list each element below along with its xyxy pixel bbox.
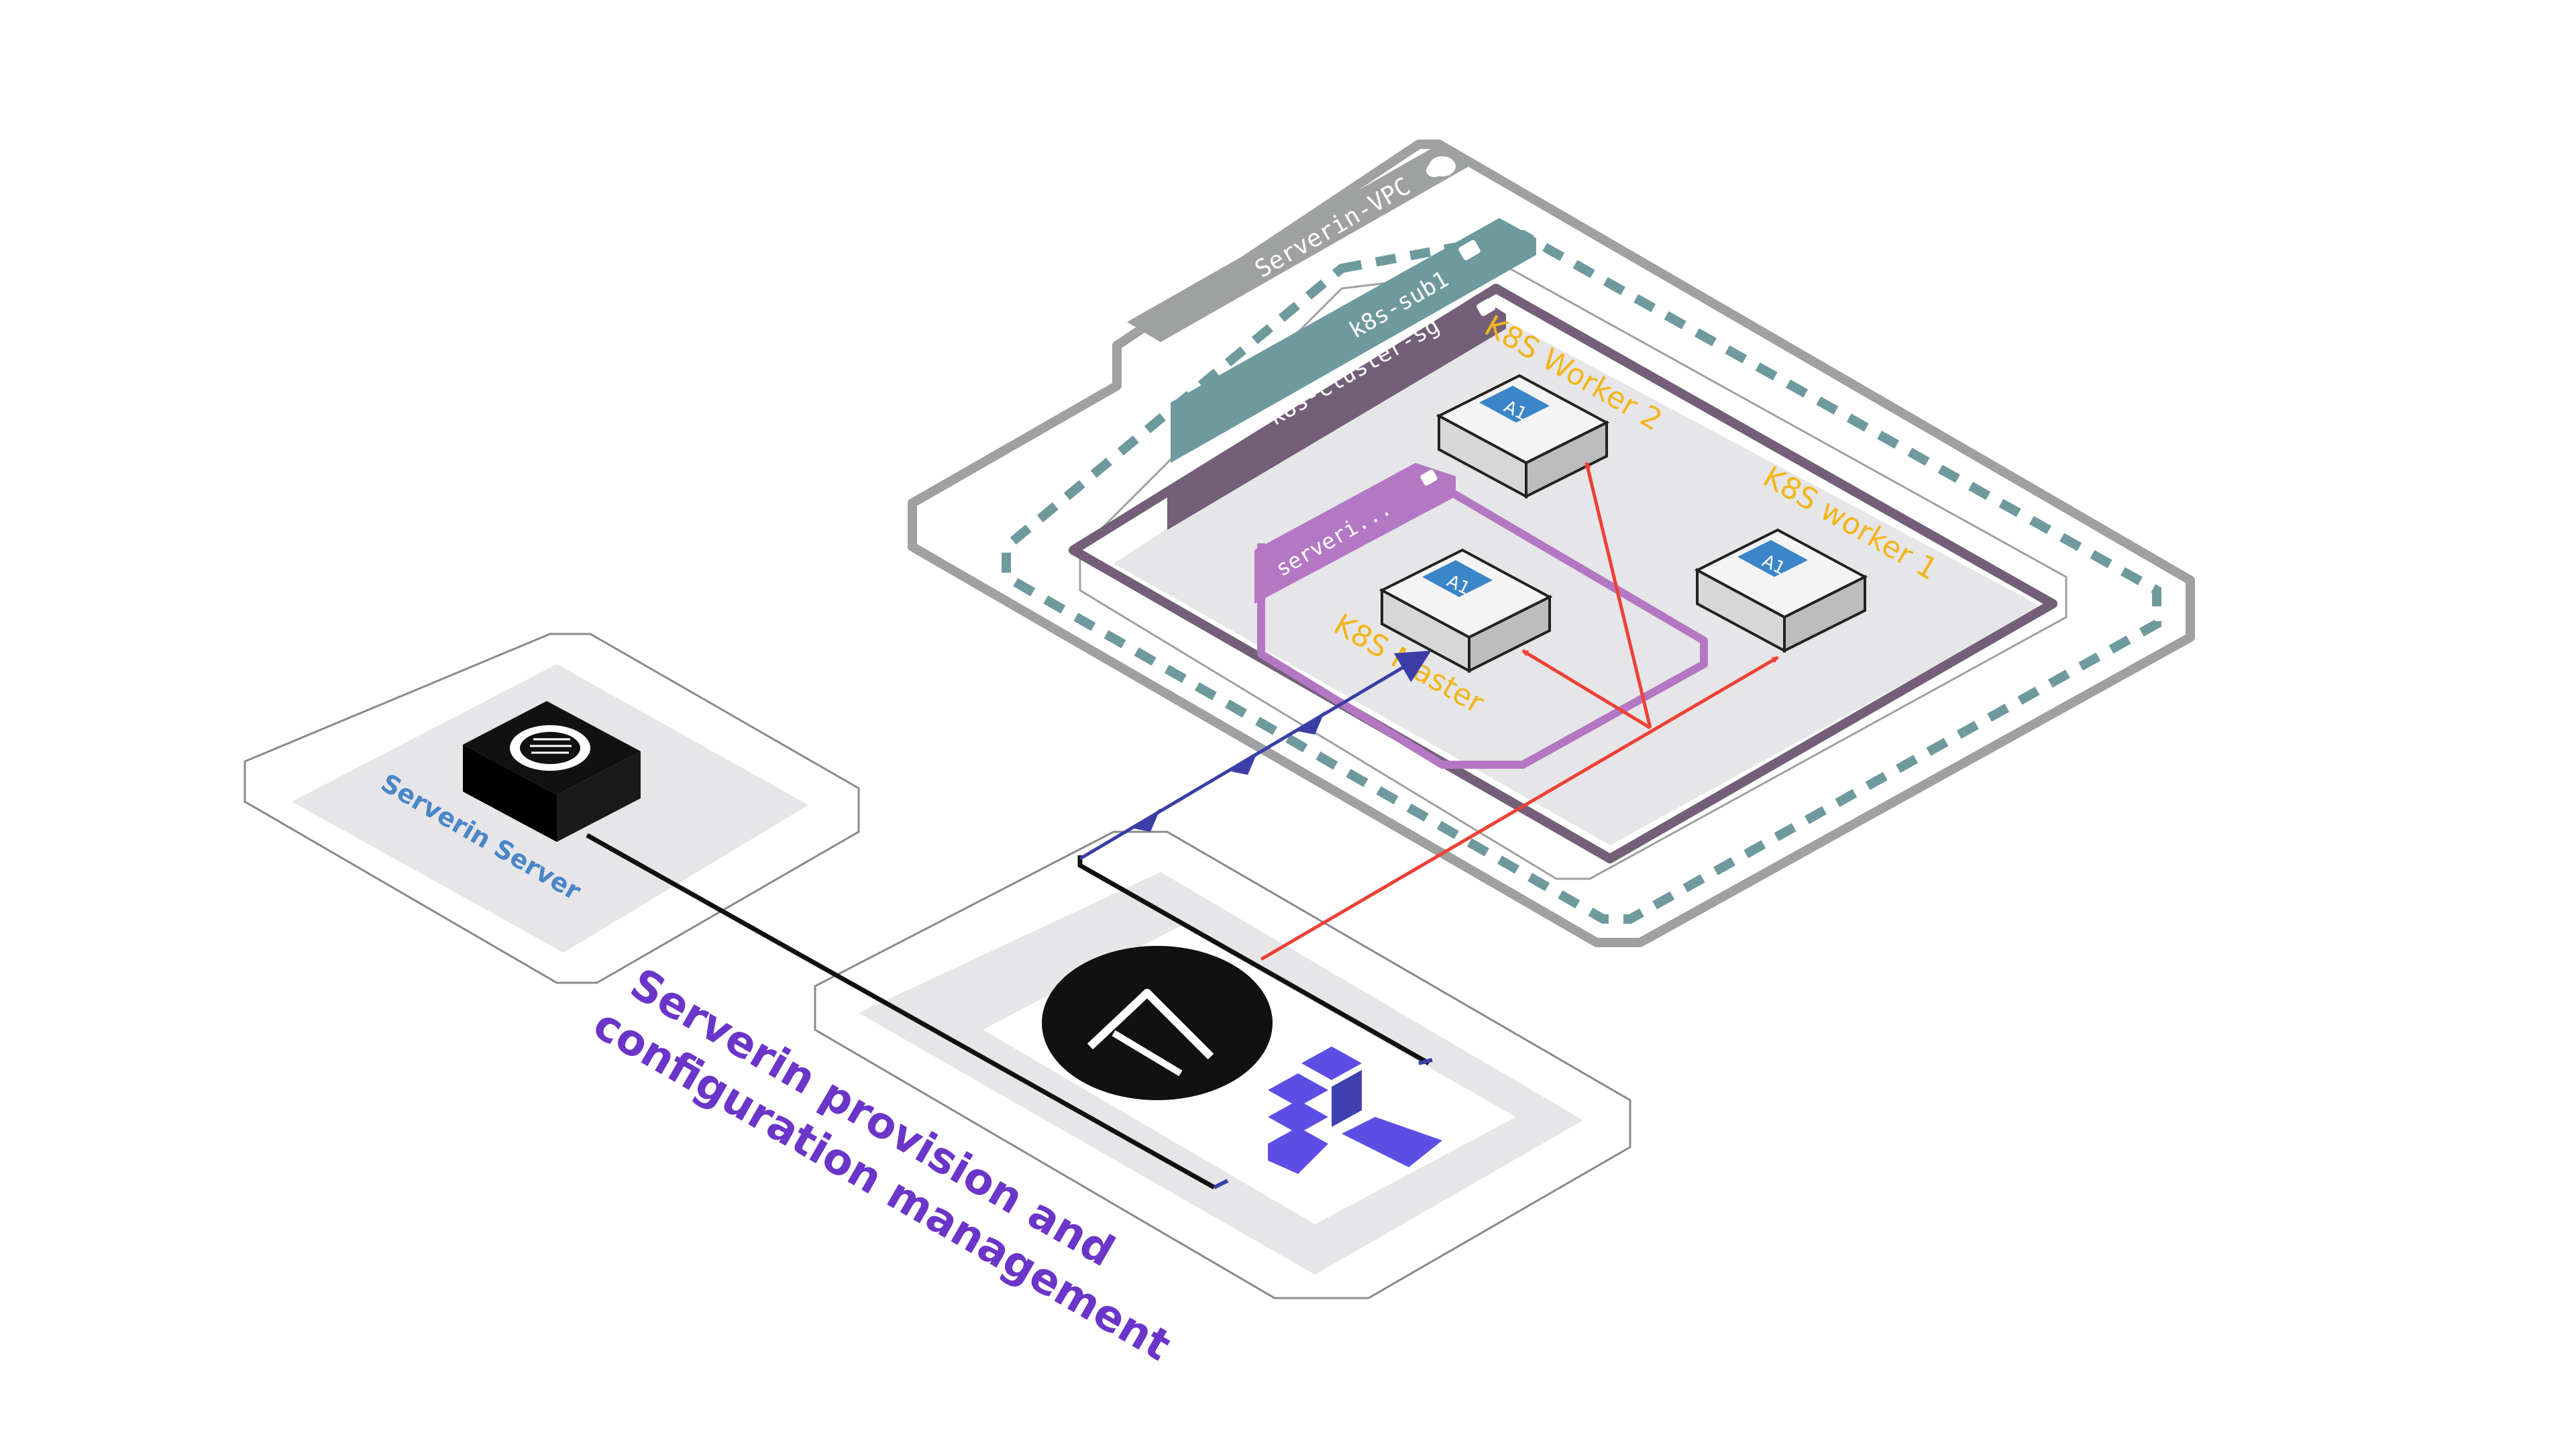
red-arrow-to-worker1 — [1260, 655, 1779, 961]
server-provision-connector — [586, 833, 1216, 1190]
ansible-logo-icon — [1042, 946, 1273, 1100]
sg-gray-fill — [1114, 315, 2043, 845]
vpc-container: Serverin-VPC k8s-sub1 k8s-cluster-sg ser… — [908, 140, 2195, 947]
blue-arrow-head-3 — [1298, 711, 1325, 735]
subnet-dashed-outline — [1002, 229, 2161, 924]
lock-icon — [1458, 239, 1481, 260]
vpc-label-band — [1127, 144, 1472, 342]
blue-arrow-head-1 — [1134, 808, 1161, 832]
provision-arrows — [1079, 462, 1779, 961]
red-arrow-to-master — [1521, 649, 1652, 730]
rack-server-icon — [463, 701, 641, 842]
cloud-icon — [1426, 156, 1456, 177]
master-badge — [1422, 560, 1493, 597]
security-group-outline — [1069, 284, 2057, 863]
k8s-master-node: A1 — [1379, 548, 1553, 674]
sg-label-band — [1167, 295, 1506, 530]
k8s-worker-2-node: A1 — [1436, 374, 1610, 499]
inner-lock-icon — [1420, 470, 1438, 486]
inner-group-label-band — [1254, 463, 1456, 604]
k8s-worker-1-node: A1 — [1694, 528, 1868, 653]
subnet-label-band-rect — [1171, 218, 1536, 463]
inner-group-outline — [1257, 479, 1708, 769]
provision-zone — [814, 830, 1631, 1299]
server-provision-connector-end — [1213, 1179, 1229, 1189]
terraform-logo-icon — [1268, 1046, 1442, 1174]
sg-lock-icon — [1477, 298, 1495, 317]
worker2-badge — [1479, 386, 1550, 423]
worker1-badge — [1737, 540, 1808, 577]
blue-arrow-head-2 — [1231, 751, 1258, 775]
subnet-inner-outline — [1079, 267, 2068, 880]
server-zone: Serverin Server — [244, 633, 860, 984]
red-arrow-to-worker2 — [1585, 462, 1652, 729]
provision-bracket-end — [1418, 1058, 1433, 1065]
